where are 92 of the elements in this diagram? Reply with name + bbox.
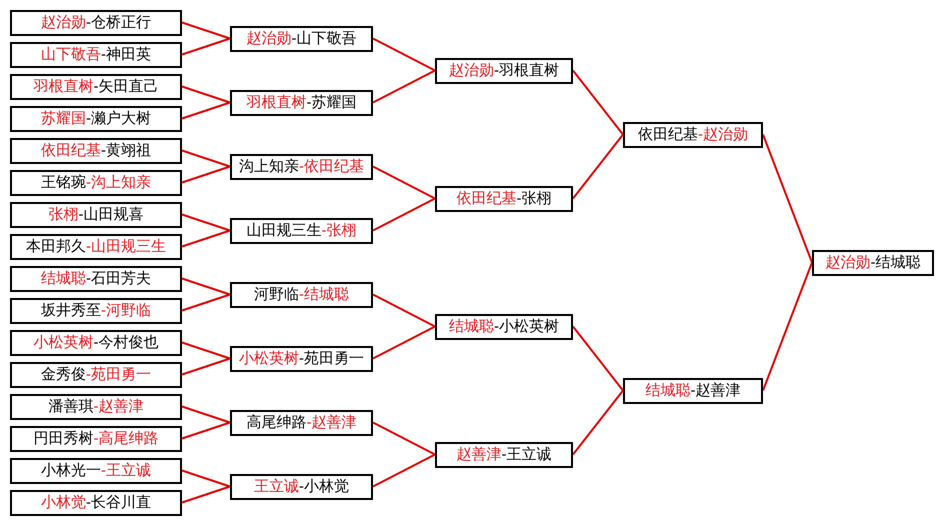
bracket-line: [372, 166, 436, 200]
bracket-line: [372, 294, 436, 328]
bracket-line: [182, 486, 230, 504]
bracket-line: [182, 102, 230, 120]
match-box: [435, 186, 573, 212]
bracket-line: [372, 70, 436, 104]
match-label: 结城聪-赵善津: [646, 382, 740, 400]
match-label: 本田邦久-山田规三生: [26, 238, 166, 256]
match-box: [230, 474, 373, 500]
match-box: [812, 250, 934, 276]
match-box: [230, 90, 373, 116]
bracket-line: [182, 22, 230, 40]
match-box: [10, 42, 182, 68]
match-box: [10, 394, 182, 420]
bracket-line: [182, 150, 230, 168]
match-box: [230, 26, 373, 52]
bracket-line: [762, 262, 813, 391]
match-label: 依田纪基-黄翊祖: [41, 142, 151, 160]
bracket-line: [372, 326, 436, 360]
bracket-line: [372, 422, 436, 456]
match-box: [623, 378, 763, 404]
match-box: [10, 74, 182, 100]
match-box: [10, 106, 182, 132]
match-box: [230, 346, 373, 372]
match-label: 羽根直树-苏耀国: [246, 94, 356, 112]
match-label: 小松英树-苑田勇一: [239, 350, 364, 368]
match-label: 苏耀国-濑户大树: [41, 110, 151, 128]
match-label: 山田规三生-张栩: [246, 222, 356, 240]
match-box: [230, 282, 373, 308]
bracket-line: [182, 470, 230, 488]
bracket-line: [182, 358, 230, 376]
match-label: 结城聪-石田芳夫: [41, 270, 151, 288]
match-label: 潘善琪-赵善津: [48, 398, 144, 416]
bracket-line: [372, 198, 436, 232]
match-label: 王铭琬-沟上知亲: [41, 174, 151, 192]
match-box: [10, 458, 182, 484]
match-box: [10, 138, 182, 164]
match-label: 高尾绅路-赵善津: [246, 414, 356, 432]
match-box: [230, 410, 373, 436]
match-box: [10, 10, 182, 36]
match-label: 河野临-结城聪: [254, 286, 349, 304]
bracket-line: [762, 134, 813, 263]
match-label: 小松英树-今村俊也: [34, 334, 158, 352]
match-label: 依田纪基-赵治勋: [638, 126, 748, 144]
match-box: [10, 426, 182, 452]
match-label: 赵治勋-结城聪: [826, 254, 920, 272]
bracket-line: [182, 230, 230, 248]
match-label: 赵治勋-羽根直树: [449, 62, 559, 80]
match-label: 小林觉-长谷川直: [41, 494, 151, 512]
bracket-line: [182, 166, 230, 184]
match-label: 円田秀树-高尾绅路: [34, 430, 158, 448]
match-box: [230, 218, 373, 244]
bracket-line: [572, 390, 624, 456]
match-box: [10, 234, 182, 260]
match-label: 王立诚-小林觉: [254, 478, 349, 496]
match-box: [10, 490, 182, 516]
match-label: 赵善津-王立诚: [456, 446, 552, 464]
match-box: [623, 122, 763, 148]
match-box: [10, 362, 182, 388]
bracket-line: [182, 38, 230, 56]
match-label: 沟上知亲-依田纪基: [239, 158, 364, 176]
match-box: [435, 58, 573, 84]
match-box: [10, 266, 182, 292]
bracket-line: [572, 134, 624, 200]
match-box: [230, 154, 373, 180]
match-label: 张栩-山田规喜: [48, 206, 144, 224]
match-box: [435, 314, 573, 340]
match-label: 金秀俊-苑田勇一: [41, 366, 151, 384]
match-box: [10, 298, 182, 324]
match-label: 小林光一-王立诚: [41, 462, 151, 480]
match-label: 结城聪-小松英树: [449, 318, 559, 336]
match-label: 山下敬吾-神田英: [41, 46, 151, 64]
bracket-line: [182, 214, 230, 232]
bracket-line: [182, 278, 230, 296]
match-box: [435, 442, 573, 468]
bracket-line: [182, 422, 230, 440]
match-box: [10, 330, 182, 356]
bracket-line: [182, 294, 230, 312]
match-label: 羽根直树-矢田直己: [34, 78, 158, 96]
bracket-line: [182, 86, 230, 104]
bracket-line: [572, 326, 624, 392]
bracket-line: [372, 38, 436, 72]
match-label: 赵治勋-仓桥正行: [41, 14, 151, 32]
bracket-line: [572, 70, 624, 136]
match-label: 依田纪基-张栩: [456, 190, 552, 208]
match-label: 赵治勋-山下敬吾: [246, 30, 356, 48]
match-box: [10, 170, 182, 196]
match-box: [10, 202, 182, 228]
bracket-line: [182, 406, 230, 424]
bracket-line: [372, 454, 436, 488]
bracket-line: [182, 342, 230, 360]
match-label: 坂井秀至-河野临: [41, 302, 151, 320]
